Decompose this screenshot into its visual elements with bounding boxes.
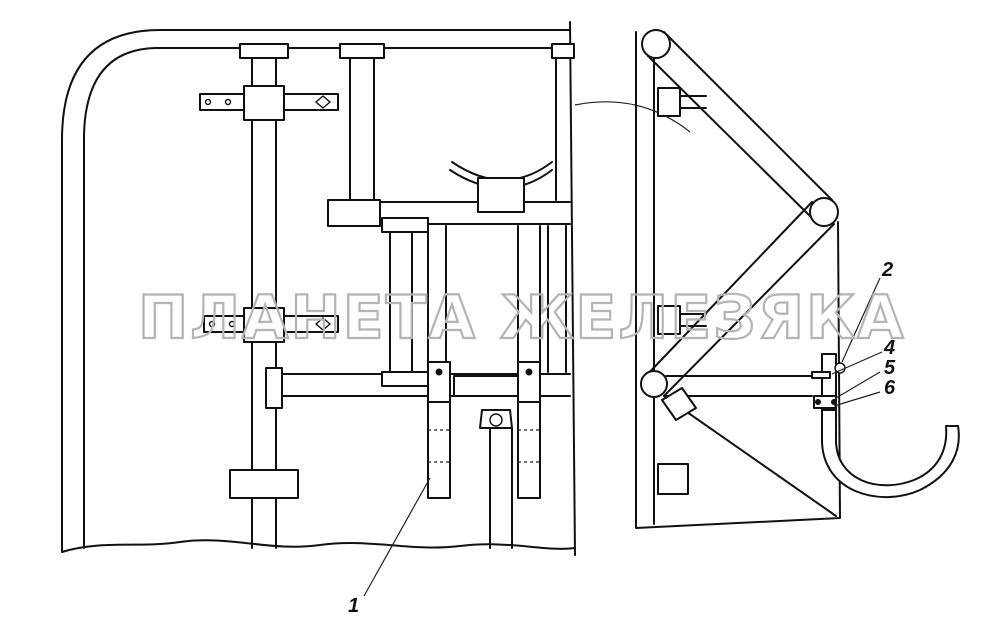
leader-line-2 [841, 277, 881, 363]
diagonal-tube [663, 31, 833, 201]
leader-line-4 [831, 351, 883, 375]
watermark: ПЛАНЕТА ЖЕЛЕЗЯКА [138, 283, 906, 353]
lower-clamp [229, 469, 299, 499]
hanging-strap [517, 401, 541, 499]
clamp-assembly [427, 361, 451, 403]
cradle-mount [477, 177, 525, 213]
diagonal-tube [647, 55, 819, 225]
joint-clamp [661, 387, 697, 421]
clamp-block [243, 307, 285, 343]
center-sleeve [453, 375, 521, 397]
panel-bracket [657, 87, 681, 117]
crossbar-end [265, 367, 283, 409]
leader-line-5 [835, 371, 881, 399]
pivot-joint [640, 370, 668, 398]
pivot-joint [641, 29, 671, 59]
cab-inner-outline [83, 47, 571, 549]
rail-cap [381, 217, 429, 233]
cab-outer-outline [61, 29, 571, 553]
rail-cap [381, 371, 429, 387]
callout-4: 4 [883, 337, 895, 359]
diagonal-tube [663, 395, 837, 517]
pivot-joint [809, 197, 839, 227]
panel-bracket [657, 463, 689, 495]
callouts: 1 2 4 5 6 [348, 259, 896, 617]
diagonal-tube [643, 201, 813, 379]
callout-2: 2 [881, 259, 893, 281]
hook [821, 409, 960, 499]
tube-cap [239, 43, 289, 59]
washer-4 [811, 371, 831, 379]
clamp-block [243, 85, 285, 121]
left-view [61, 21, 691, 556]
tube-cap [551, 43, 575, 59]
crossbar-end-block [327, 199, 381, 227]
callout-6: 6 [884, 377, 896, 399]
clamp-assembly [517, 361, 541, 403]
leader-line-6 [833, 391, 881, 407]
hanging-strap [427, 401, 451, 499]
diagonal-tube [663, 223, 835, 397]
callout-5: 5 [884, 357, 896, 379]
cut-edge-right [569, 21, 576, 556]
break-line [61, 539, 576, 553]
callout-1: 1 [348, 595, 359, 617]
right-view [635, 29, 960, 529]
tube-cap [339, 43, 385, 59]
leader-line-1 [363, 477, 431, 597]
panel-bracket [657, 305, 681, 335]
